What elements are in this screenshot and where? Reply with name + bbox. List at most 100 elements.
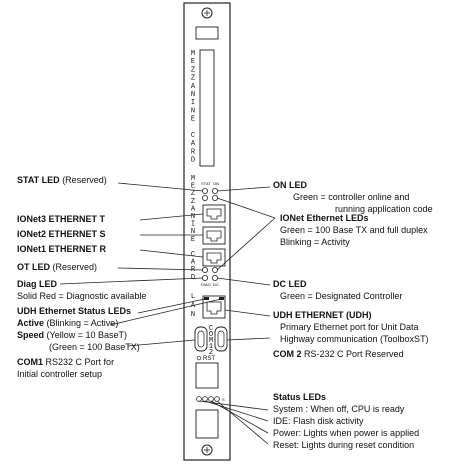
com-letter: M [209, 337, 213, 345]
com2-name: COM 2 [273, 349, 302, 359]
power-leader [210, 400, 269, 434]
ot-led [201, 266, 208, 273]
active-leader [137, 298, 206, 314]
mezzanine-bottom-letter: N [191, 228, 195, 236]
ionet2-jack [202, 226, 226, 245]
udh-label: UDH ETHERNET (UDH) [273, 310, 372, 320]
ide-leader [204, 400, 269, 422]
com2-desc: RS-232 C Port Reserved [304, 349, 404, 359]
mezzanine-bottom-letter: N [191, 213, 195, 221]
ionet-led-1b [211, 266, 218, 273]
mezzanine-bottom-letter: Z [191, 198, 195, 206]
mezzanine-top-letter: N [191, 91, 195, 99]
udh-desc-2: Highway communication (ToolboxST) [280, 334, 429, 344]
stat-led-note: (Reserved) [62, 175, 107, 185]
stat-led [201, 187, 208, 194]
diag-led-text: DIAG [201, 282, 211, 287]
reset-leader [216, 400, 269, 445]
ionet1-jack [202, 248, 226, 267]
udh-ethernet-jack [202, 295, 226, 319]
ionet1-leader [139, 249, 204, 258]
on-led-text: ON [213, 181, 219, 186]
speed-desc-2: (Green = 100 BaseTX) [49, 342, 140, 352]
status-power: Power: Lights when power is applied [273, 428, 420, 438]
com1-desc-2: Initial controller setup [17, 369, 103, 379]
lan-letter: A [191, 302, 196, 310]
ionet-leds-leader-1 [216, 197, 276, 219]
on-led-label: ON LED [273, 180, 308, 190]
on-led [211, 187, 218, 194]
speed-name: Speed [17, 330, 45, 340]
ionet-led-3a [201, 194, 208, 201]
leader-lines [59, 182, 276, 445]
com2-port [214, 326, 228, 352]
mezzanine-top-letter: R [191, 148, 196, 156]
ionet3-jack [202, 204, 226, 223]
ot-led-label: OT LED (Reserved) [17, 262, 97, 273]
ionet-leds-desc-2: Blinking = Activity [280, 237, 350, 247]
mezzanine-slot [199, 49, 215, 167]
on-leader [216, 186, 271, 192]
com1-port [194, 326, 208, 352]
mezzanine-top-letter: N [191, 107, 195, 115]
system-led [196, 396, 202, 402]
lower-slot [195, 362, 219, 389]
speed-leader [109, 298, 222, 326]
com-letter: 1 [209, 343, 213, 351]
ionet-leds-leader-2 [216, 217, 276, 271]
mezzanine-bottom-letter: E [191, 236, 195, 244]
speed-label: Speed (Yellow = 10 BaseT) [17, 330, 127, 341]
com1-desc-1: RS232 C Port for [45, 357, 115, 367]
dc-led-desc: Green = Designated Controller [280, 291, 403, 301]
mezzanine-bottom-letter: I [191, 221, 195, 229]
com1-label: COM1 RS232 C Port for [17, 357, 114, 368]
top-cutout [195, 26, 219, 40]
bottom-cutout [195, 409, 219, 439]
status-s-text: S [222, 397, 225, 402]
mezzanine-top-letter: E [191, 116, 195, 124]
mezzanine-top-letter: Z [191, 66, 195, 74]
ionet-led-3b [211, 194, 218, 201]
stat-led-label: STAT LED (Reserved) [17, 175, 107, 186]
com1-name: COM1 [17, 357, 44, 367]
com1-leader [127, 339, 196, 347]
ionet-leds-desc-1: Green = 100 Base TX and full duplex [280, 225, 428, 235]
mezzanine-bottom-letter: A [191, 205, 196, 213]
bottom-screw-icon [201, 444, 213, 456]
mezzanine-top-letter: M [191, 50, 195, 58]
ionet3-label: IONet3 ETHERNET T [17, 214, 106, 224]
dc-led [211, 274, 218, 281]
stat-led-name: STAT LED [17, 175, 60, 185]
com-letter: C [209, 325, 213, 333]
on-led-desc-1: Green = controller online and [293, 192, 410, 202]
udh-desc-1: Primary Ethernet port for Unit Data [280, 322, 419, 332]
mezzanine-top-letter: A [191, 140, 196, 148]
diag-led [201, 274, 208, 281]
status-reset: Reset: Lights during reset condition [273, 440, 415, 450]
udh-status-title: UDH Ethernet Status LEDs [17, 306, 132, 316]
mezzanine-top-letter: D [191, 157, 195, 165]
dc-led-label: DC LED [273, 279, 307, 289]
mezzanine-bottom-letter: C [191, 251, 195, 259]
mezzanine-bottom-letter: E [191, 183, 195, 191]
reset-button [196, 355, 202, 361]
com-letter: O [209, 331, 213, 339]
rst-text: RST [203, 356, 215, 362]
mezzanine-top-letter: E [191, 58, 195, 66]
diag-led-label: Diag LED [17, 279, 58, 289]
mezzanine-top-letter: Z [191, 75, 195, 83]
lan-letter: N [191, 311, 195, 319]
on-led-desc-2: running application code [335, 204, 433, 214]
reset-led [214, 396, 220, 402]
diag-leader [59, 277, 204, 285]
com2-label: COM 2 RS-232 C Port Reserved [273, 349, 404, 360]
mezzanine-bottom-letter: Z [191, 190, 195, 198]
mezzanine-bottom-letter: A [191, 259, 196, 267]
lan-letters: LAN [191, 293, 196, 319]
lan-letter: L [191, 293, 195, 301]
ionet-leds-title: IONet Ethernet LEDs [280, 213, 369, 223]
